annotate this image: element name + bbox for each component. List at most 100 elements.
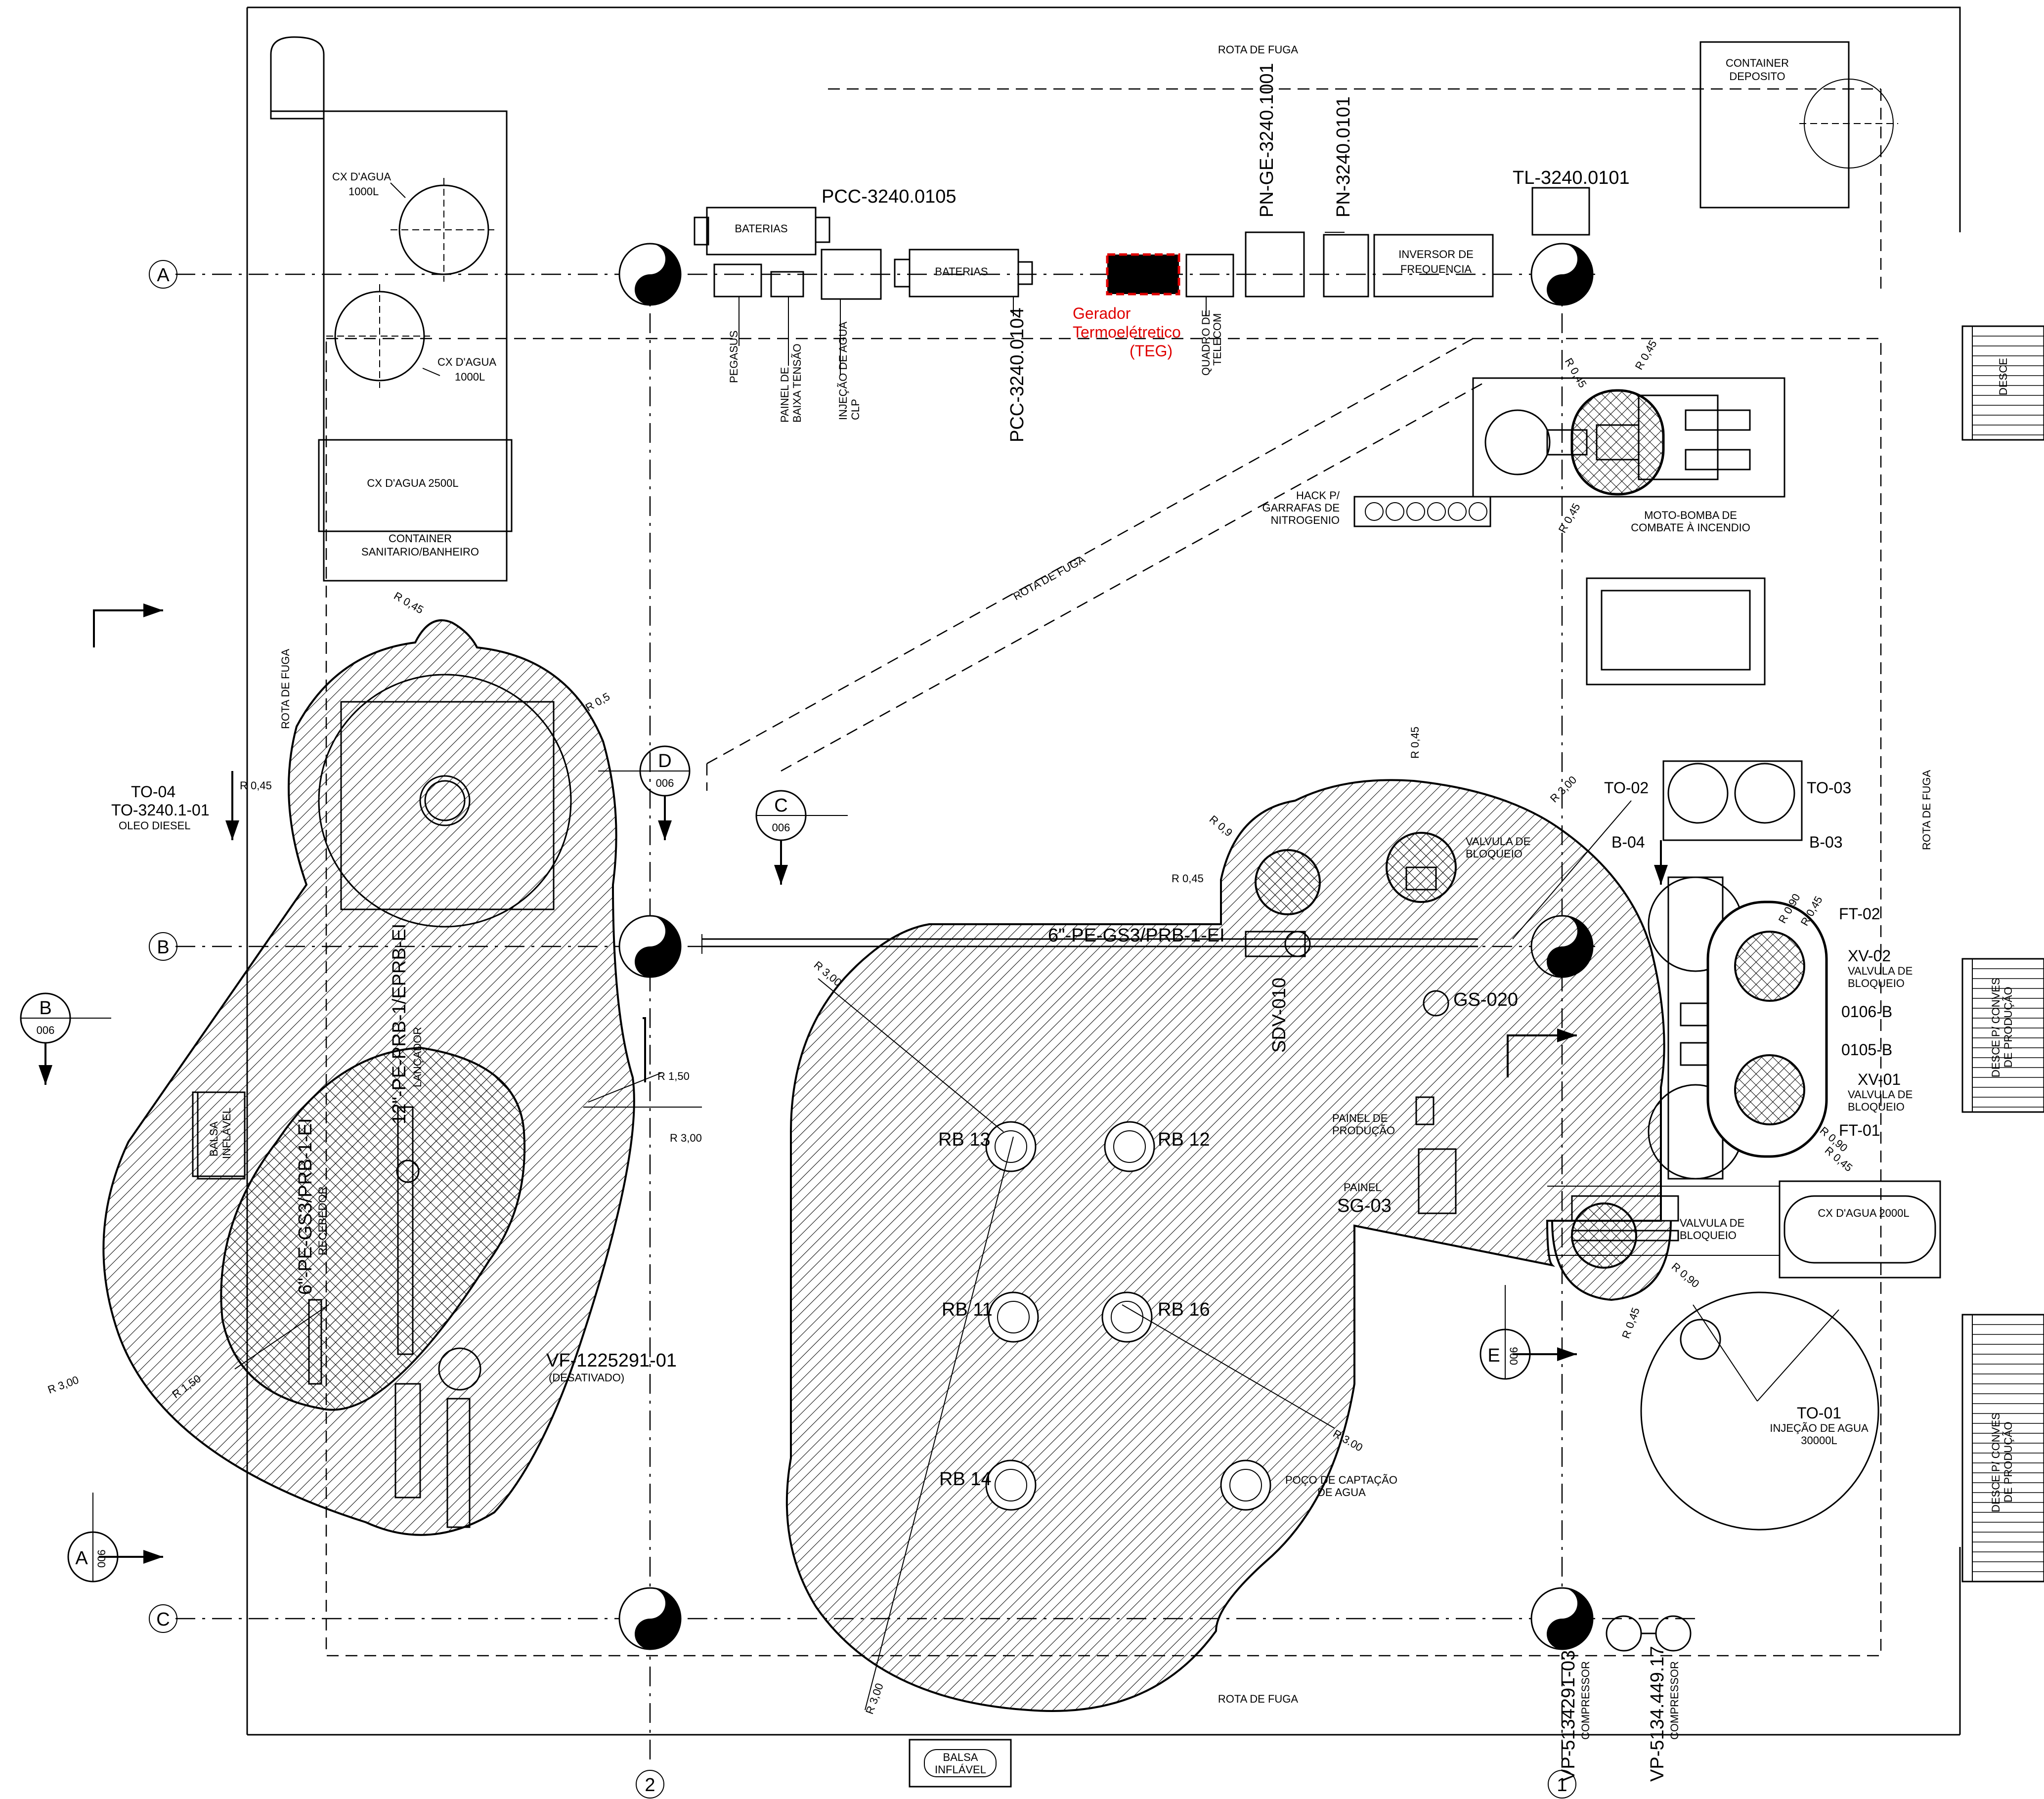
teg-label-line3: (TEG) [1130,342,1173,360]
radius-300-a: R 3,00 [670,1132,702,1144]
nitrogen-cylinder [1406,502,1425,521]
valvula-bloq-2-line2: BLOQUEIO [1848,977,1905,989]
hack-n2-line1: HACK P/ [1296,489,1340,502]
pcc-0105-tag: PCC-3240.0105 [822,186,957,207]
desativado-label: (DESATIVADO) [549,1371,624,1384]
injecao-agua-line1: INJEÇÃO DE AGUA [1770,1422,1869,1434]
nitrogen-cylinder [1365,502,1384,521]
pn-0101-tag: PN-3240.0101 [1333,96,1354,217]
column-symbol [1530,1587,1594,1650]
svg-text:B: B [157,937,169,958]
section-marker-a: A 006 [67,1493,119,1583]
painel-sg-line1: PAINEL [1344,1181,1382,1194]
radius-090-c: R 0,90 [1669,1260,1702,1290]
to-01-tag: TO-01 [1797,1404,1841,1422]
hack-n2-line2: GARRAFAS DE [1262,502,1340,514]
rota-fuga-diagonal: ROTA DE FUGA [1011,553,1087,603]
svg-text:006: 006 [772,821,790,834]
oleo-diesel-label: OLEO DIESEL [119,819,191,832]
baterias-1-label: BATERIAS [735,222,787,235]
vp-03-compressor: COMPRESSOR [1579,1661,1592,1740]
teg-label-line1: Gerador [1073,304,1131,322]
valvula-bloq-3-line1: VALVULA DE [1848,1088,1913,1101]
rb-11-label: RB 11 [942,1299,993,1320]
vf-tag: VF-1225291-01 [546,1350,677,1371]
section-marker-c: C 006 [755,790,848,841]
cx-agua-1000-a-line1: CX D'AGUA [332,171,391,183]
container-deposito-line2: DEPOSITO [1729,70,1785,83]
radius-045-g: R 0,45 [1619,1306,1642,1340]
ft-01-tag: FT-01 [1839,1121,1880,1139]
rota-fuga-left: ROTA DE FUGA [279,649,292,729]
cut-arrowhead [143,603,163,617]
container-sanitario-line2: SANITARIO/BANHEIRO [361,546,479,558]
injecao-clp-line1: INJEÇÃO DE AGUA [837,321,849,420]
rb-13-label: RB 13 [938,1129,991,1150]
container-deposito-line1: CONTAINER [1726,57,1789,69]
cut-arrowhead [1654,865,1668,885]
inversor-line1: INVERSOR DE [1398,248,1474,260]
to-3240-tag: TO-3240.1-01 [111,801,210,819]
motobomba-line2: COMBATE À INCENDIO [1631,521,1750,534]
desce-label: DESCE [1997,358,2009,395]
svg-text:006: 006 [656,777,674,789]
poco-line2: DE AGUA [1317,1486,1366,1499]
stair-treads [1972,336,2044,1572]
recebedor-label: RECEBEDOR [316,1187,329,1255]
nitrogen-rack [1365,502,1487,521]
svg-text:006: 006 [95,1549,108,1568]
well [1104,1121,1155,1172]
cut-arrowhead [143,1550,163,1564]
radius-045-b: R 0,45 [240,779,272,792]
vp-17-compressor: COMPRESSOR [1668,1661,1681,1740]
svg-text:B: B [39,998,51,1019]
rota-fuga-bottom: ROTA DE FUGA [1218,1693,1298,1705]
motobomba-line1: MOTO-BOMBA DE [1644,509,1737,521]
desce-conves-1-line2: DE PRODUÇÃO [2002,986,2014,1068]
painel-sg-line2: SG-03 [1337,1196,1392,1216]
well [985,1459,1037,1511]
teg-label-line2: Termoelétretico [1073,323,1181,341]
vp-03-tag: VP-5134291-03 [1558,1650,1579,1782]
svg-text:C: C [774,795,787,816]
baterias-2-label: BATERIAS [935,265,988,278]
valvula-bloq-2-line1: VALVULA DE [1848,965,1913,977]
xv-01-tag: XV-01 [1858,1071,1901,1088]
cut-arrowhead [225,820,239,840]
svg-text:A: A [157,265,170,286]
svg-text:2: 2 [645,1775,655,1796]
cx-agua-1000-a-line2: 1000L [348,185,379,198]
hazard-zone-center [785,779,1672,1712]
cut-arrowhead [774,865,788,885]
svg-text:E: E [1487,1345,1500,1366]
to-02-tag: TO-02 [1604,779,1649,797]
desce-conves-2-line2: DE PRODUÇÃO [2002,1421,2014,1502]
balsa-left-line1: BALSA [208,1121,220,1156]
radius-045-pump-3: R 0,45 [1556,501,1583,535]
radius-150-a: R 1,50 [657,1070,690,1082]
painel-baixa-line2: BAIXA TENSÃO [791,343,803,423]
pcc-0104-tag: PCC-3240.0104 [1007,307,1028,442]
rb-12-label: RB 12 [1158,1129,1210,1150]
svg-text:A: A [75,1548,88,1569]
inversor-line2: FREQUENCIA [1400,263,1472,275]
pipe-12-lancador: 12"-PE-PRB-1/EPRB-EI [389,924,410,1124]
balsa-bottom [909,1739,1012,1788]
painel-producao-line1: PAINEL DE [1332,1112,1388,1124]
pipe-6-top: 6"-PE-GS3/PRB-1-EI [1048,925,1225,946]
injecao-agua-line2: 30000L [1801,1434,1837,1447]
nitrogen-cylinder [1448,502,1467,521]
nitrogen-cylinder [1427,502,1446,521]
vp-17-tag: VP-5134.449.17 [1647,1646,1668,1782]
radius-300-c: R 3,00 [1548,773,1579,805]
valvula-bloq-4-line1: VALVULA DE [1680,1217,1744,1229]
radius-300-d: R 3,00 [812,959,844,989]
svg-text:006: 006 [1508,1347,1520,1365]
column-symbol [618,915,682,978]
d0106b-tag: 0106-B [1841,1003,1892,1021]
radius-045-pump-1: R 0,45 [1563,356,1589,390]
stairs [1961,325,2044,1583]
cut-line [93,609,163,647]
column-symbol [618,243,682,306]
